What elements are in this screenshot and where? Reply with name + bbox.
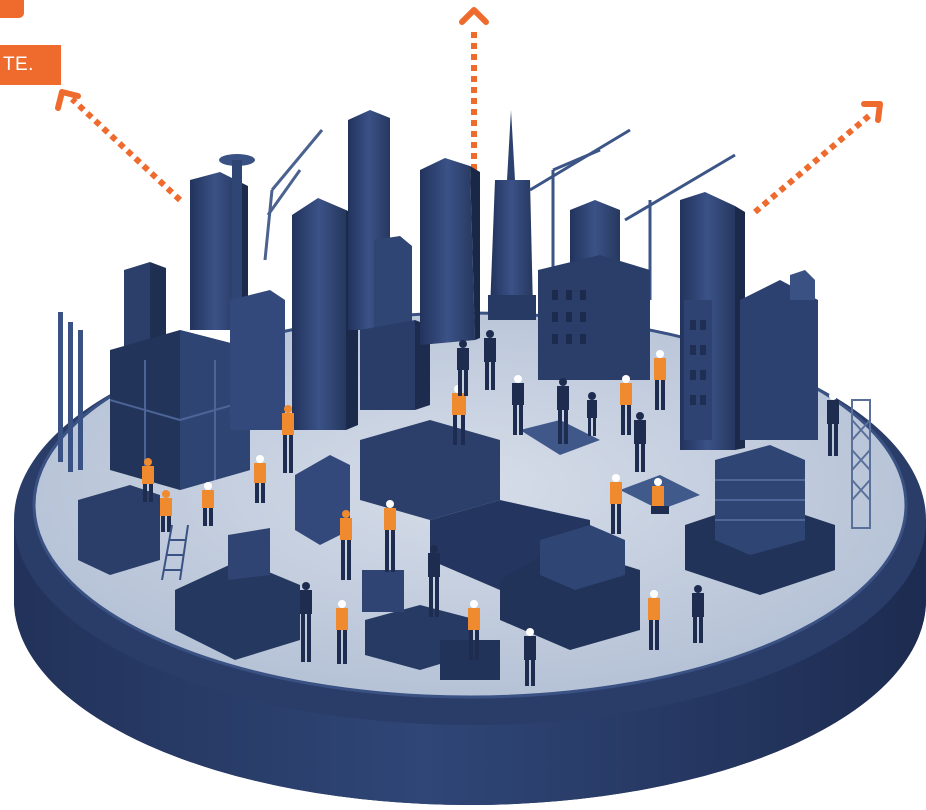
callout-tab — [0, 0, 24, 18]
construction-blocks — [78, 420, 835, 680]
ladder — [161, 524, 189, 581]
callout-label: TE. — [0, 45, 61, 85]
construction-worker-icon — [142, 330, 839, 686]
arrow-head-icon — [55, 7, 883, 123]
dotted-arrow-icon — [69, 28, 872, 215]
skyline — [58, 110, 871, 529]
